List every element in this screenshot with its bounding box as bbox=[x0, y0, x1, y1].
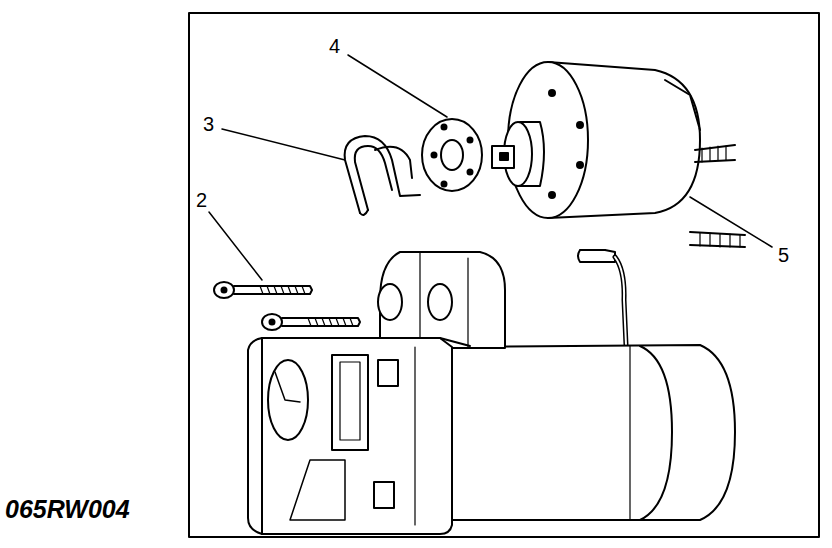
starter-motor bbox=[248, 252, 735, 534]
washer bbox=[422, 119, 482, 191]
wire-lead bbox=[578, 250, 626, 345]
frame bbox=[189, 13, 819, 537]
callout-number: 3 bbox=[203, 114, 214, 134]
leader-lines bbox=[209, 55, 772, 280]
callout-number: 2 bbox=[196, 190, 207, 210]
clip bbox=[345, 136, 420, 215]
figure-code: 065RW004 bbox=[5, 497, 130, 522]
callout-number: 5 bbox=[778, 245, 789, 265]
callout-number: 4 bbox=[329, 36, 340, 56]
solenoid bbox=[492, 62, 745, 247]
bolts bbox=[214, 282, 360, 330]
